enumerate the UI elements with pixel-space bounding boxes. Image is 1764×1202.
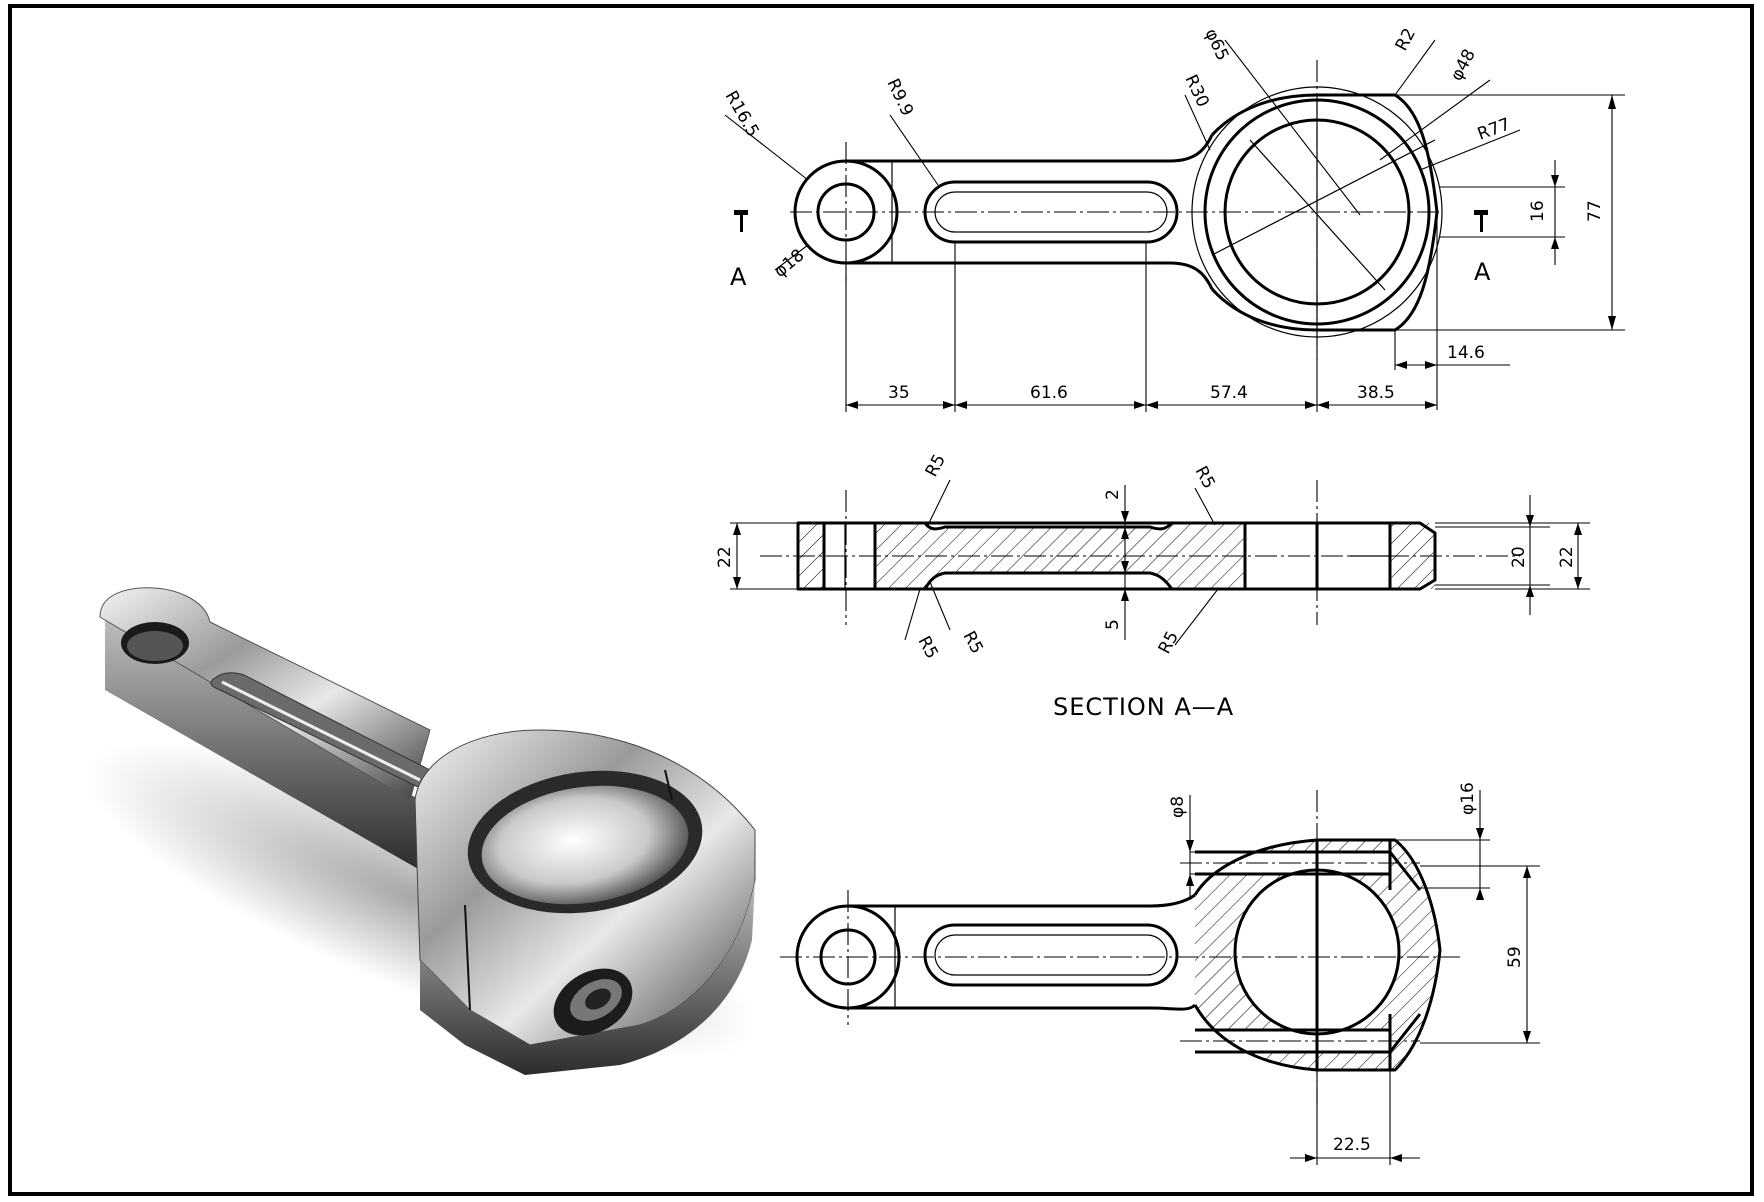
dim-len-38-5: 38.5	[1357, 383, 1395, 403]
dim-r30: R30	[1180, 72, 1212, 111]
dim-r2: R2	[1392, 25, 1420, 54]
section-mark-right: A	[1474, 210, 1491, 286]
dim-r9-9: R9.9	[882, 76, 917, 120]
dim-sec-r5-bottom-3: R5	[1155, 628, 1183, 657]
dim-sec-height-22-right: 22	[1557, 546, 1577, 568]
bottom-view: φ8 φ16 59 22.5	[780, 782, 1540, 1165]
section-letter-left: A	[730, 263, 747, 291]
dim-r77: R77	[1475, 114, 1513, 144]
dim-sec-height-20: 20	[1509, 546, 1529, 568]
section-view: R5 R5 R5 R5 R5 2 5 22 20 22 SECTION A—A	[715, 451, 1590, 721]
connecting-rod-3d-render	[84, 587, 756, 1075]
dim-offset-14-6: 14.6	[1447, 343, 1485, 363]
dim-r16-5: R16.5	[721, 88, 763, 141]
dim-sec-r5-top-left: R5	[922, 451, 950, 480]
section-title: SECTION A—A	[1053, 693, 1234, 721]
dim-sec-r5-bottom-1: R5	[914, 633, 942, 662]
section-mark-left: A	[730, 210, 748, 291]
dim-phi18: φ18	[770, 245, 808, 281]
dim-phi65: φ65	[1200, 26, 1232, 64]
dim-width-16: 16	[1528, 200, 1548, 222]
dim-len-35: 35	[888, 383, 910, 403]
section-letter-right: A	[1474, 258, 1491, 286]
sheet-border	[8, 4, 1754, 1196]
dim-phi48: φ48	[1447, 46, 1480, 84]
dim-sec-r5-bottom-2: R5	[959, 628, 987, 657]
dim-sec-height-22-left: 22	[715, 546, 735, 568]
dim-phi16: φ16	[1458, 782, 1478, 815]
top-view: A A R16.5 R9.9 R30 φ65 R2 φ48 R77 φ18 77	[721, 25, 1625, 412]
dim-len-61-6: 61.6	[1030, 383, 1068, 403]
dim-width-22-5: 22.5	[1333, 1135, 1371, 1155]
dim-phi8: φ8	[1168, 796, 1188, 818]
dim-thickness-2: 2	[1103, 489, 1123, 500]
dim-height-77: 77	[1585, 200, 1605, 222]
dim-thickness-5: 5	[1103, 619, 1123, 630]
dim-len-57-4: 57.4	[1210, 383, 1248, 403]
dim-sec-r5-top-right: R5	[1191, 463, 1219, 492]
dim-height-59: 59	[1505, 946, 1525, 968]
